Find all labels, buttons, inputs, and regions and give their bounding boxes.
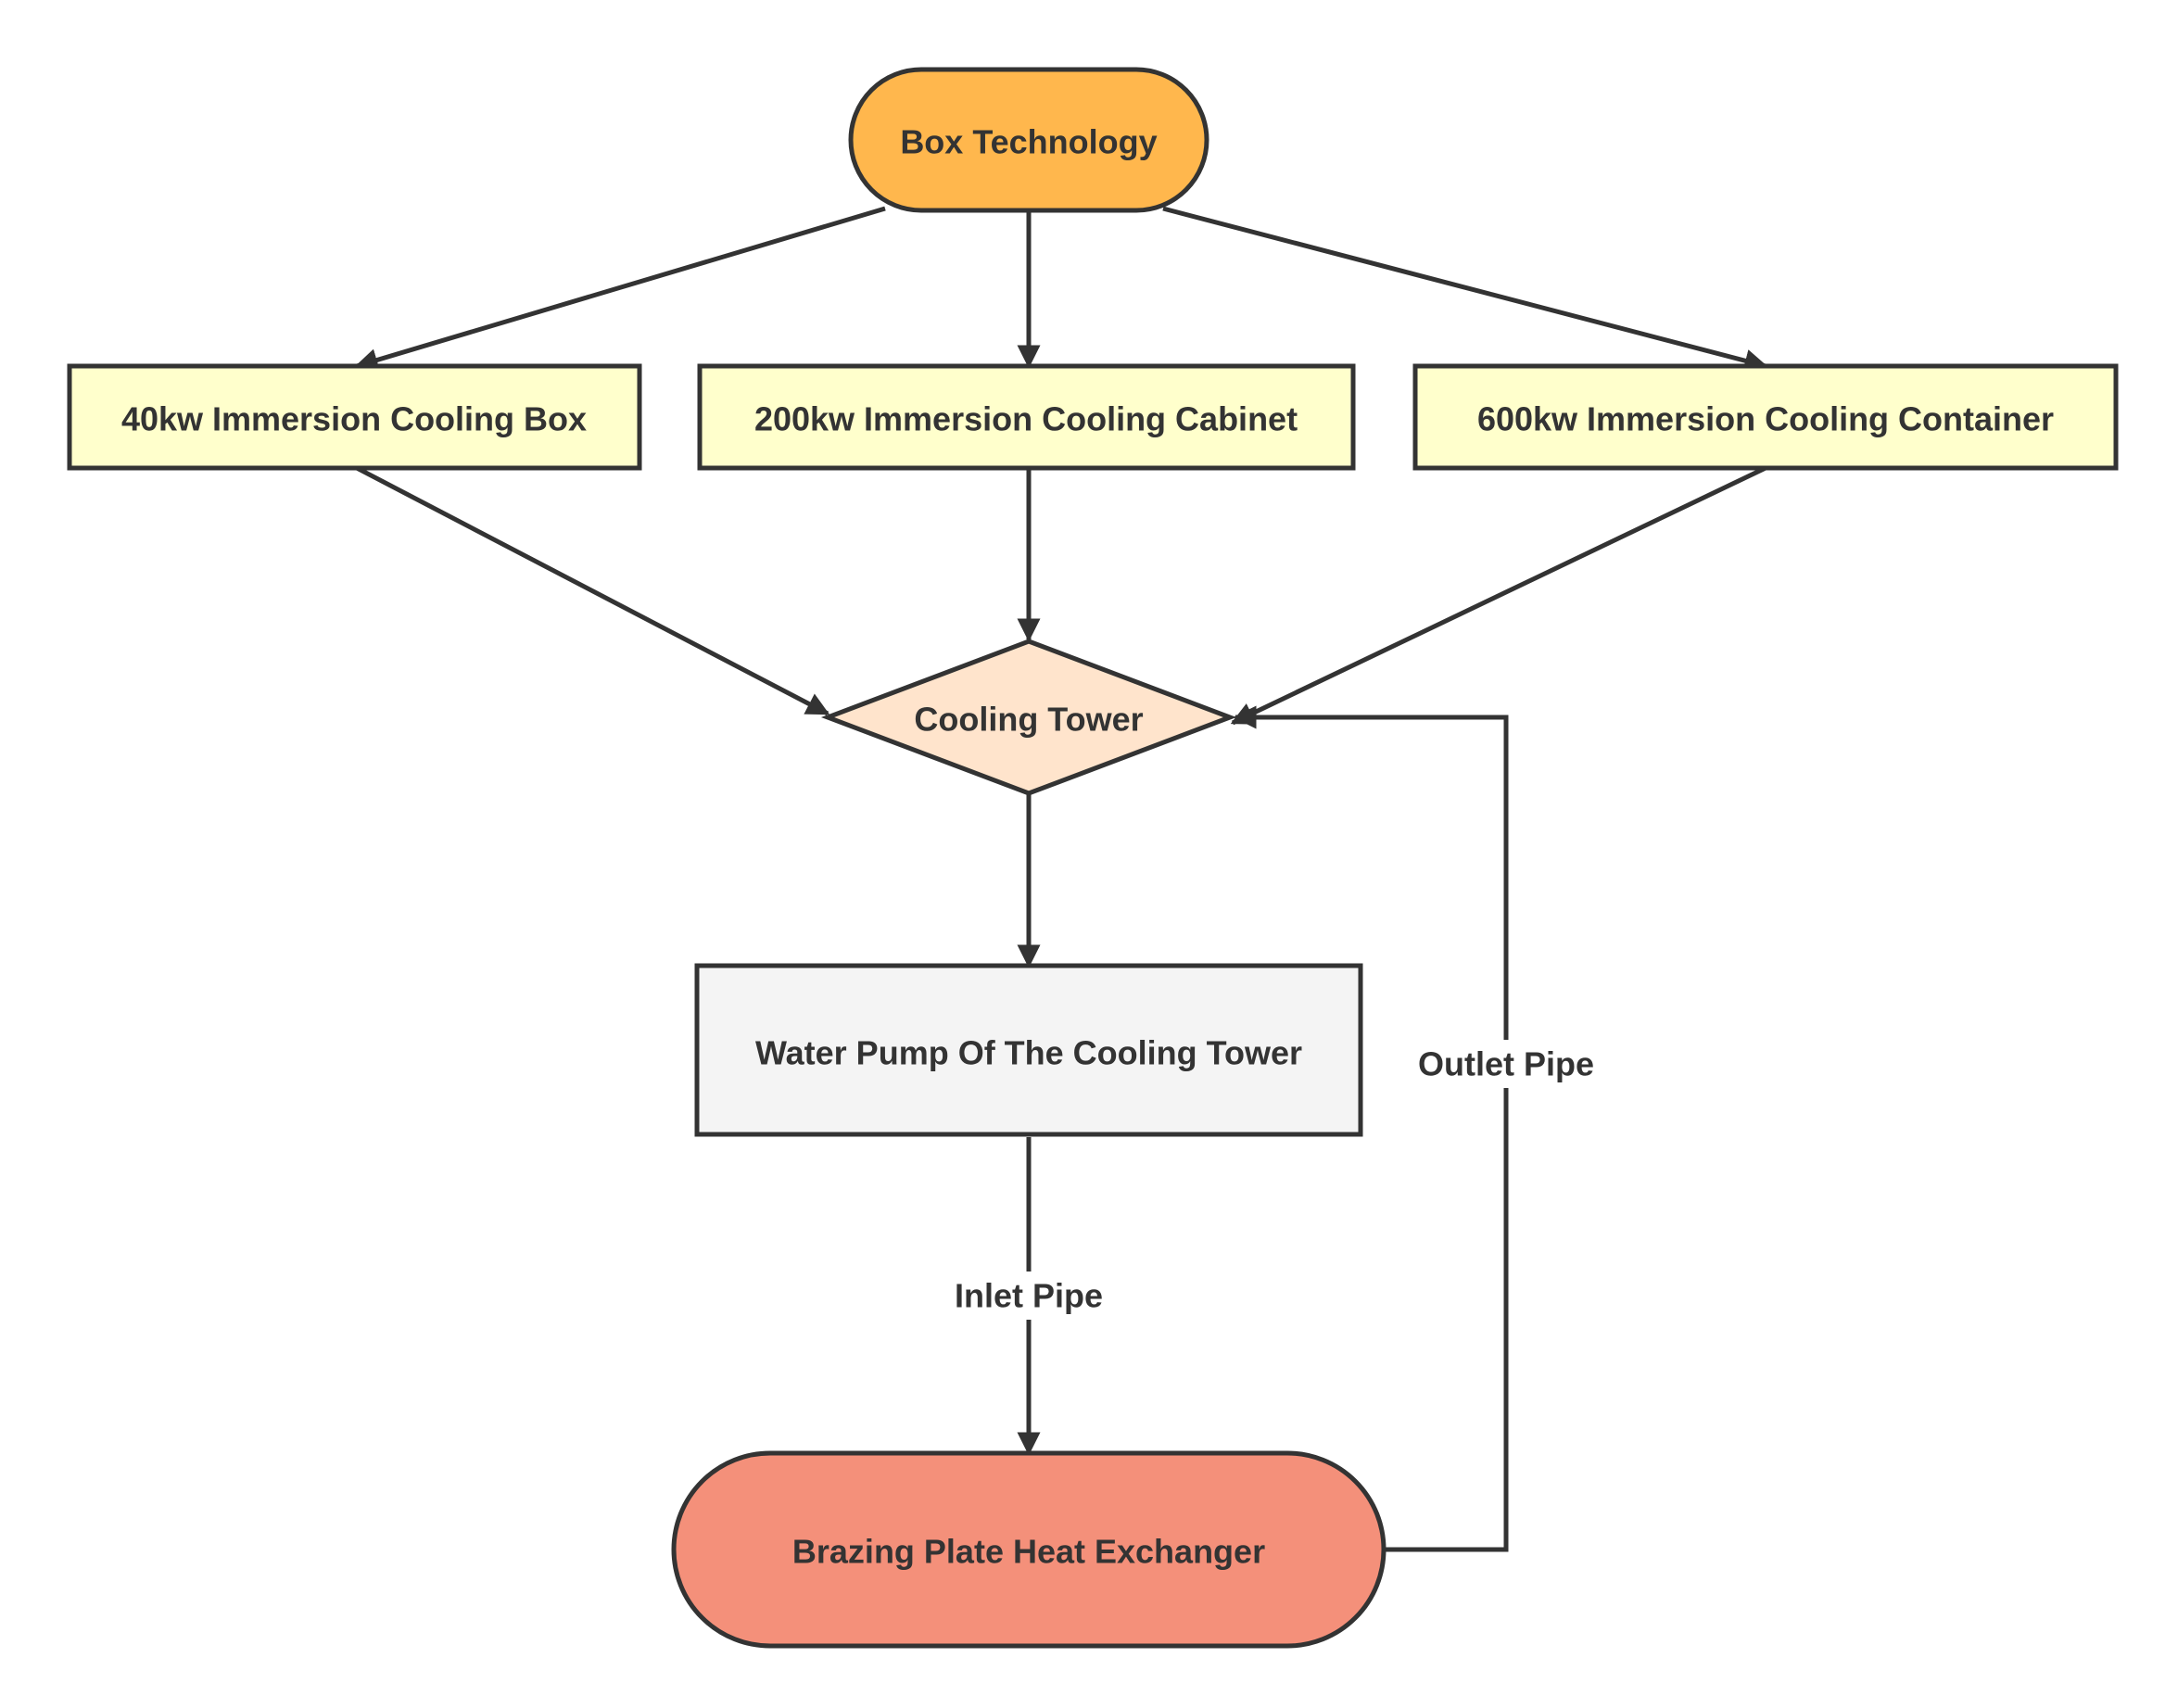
node-brazing-plate-heat-exchanger: Brazing Plate Heat Exchanger xyxy=(671,1450,1387,1649)
node-water-pump-of-the-cooling-tower-label: Water Pump Of The Cooling Tower xyxy=(755,1034,1302,1072)
edge-label-outlet-pipe: Outlet Pipe xyxy=(1404,1040,1608,1088)
edge-600kw-container-to-cooling-tower xyxy=(1230,465,1767,726)
node-box-technology-shape xyxy=(848,67,1209,213)
node-brazing-plate-heat-exchanger-label: Brazing Plate Heat Exchanger xyxy=(792,1533,1265,1571)
node-200kw-immersion-cooling-cabinet-shape xyxy=(697,363,1356,471)
edge-box-technology-to-600kw-container xyxy=(1162,206,1768,373)
node-40kw-immersion-cooling-box-shape xyxy=(67,363,642,471)
node-600kw-immersion-cooling-container-shape xyxy=(1412,363,2119,471)
edge-40kw-box-to-cooling-tower xyxy=(355,465,830,716)
edges xyxy=(354,206,1768,1552)
node-200kw-immersion-cooling-cabinet-label: 200kw Immersion Cooling Cabinet xyxy=(754,400,1298,438)
node-200kw-immersion-cooling-cabinet: 200kw Immersion Cooling Cabinet xyxy=(697,363,1356,471)
node-water-pump-of-the-cooling-tower-shape xyxy=(694,963,1363,1137)
node-600kw-immersion-cooling-container-label: 600kw Immersion Cooling Container xyxy=(1477,400,2054,438)
edge-box-technology-to-40kw-box xyxy=(354,206,886,372)
node-cooling-tower-label: Cooling Tower xyxy=(914,701,1143,739)
node-40kw-immersion-cooling-box: 40kw Immersion Cooling Box xyxy=(67,363,642,471)
edge-heat-exchanger-to-cooling-tower xyxy=(1233,705,1509,1552)
node-water-pump-of-the-cooling-tower: Water Pump Of The Cooling Tower xyxy=(694,963,1363,1137)
node-40kw-immersion-cooling-box-label: 40kw Immersion Cooling Box xyxy=(121,400,587,438)
node-cooling-tower: Cooling Tower xyxy=(820,639,1237,796)
edge-label-inlet-pipe-text: Inlet Pipe xyxy=(955,1277,1103,1315)
edge-label-outlet-pipe-text: Outlet Pipe xyxy=(1418,1045,1594,1083)
node-600kw-immersion-cooling-container: 600kw Immersion Cooling Container xyxy=(1412,363,2119,471)
node-box-technology: Box Technology xyxy=(848,67,1209,213)
edge-label-inlet-pipe: Inlet Pipe xyxy=(936,1272,1121,1320)
node-brazing-plate-heat-exchanger-shape xyxy=(671,1450,1387,1649)
node-cooling-tower-shape xyxy=(820,639,1237,796)
node-box-technology-label: Box Technology xyxy=(900,123,1157,161)
